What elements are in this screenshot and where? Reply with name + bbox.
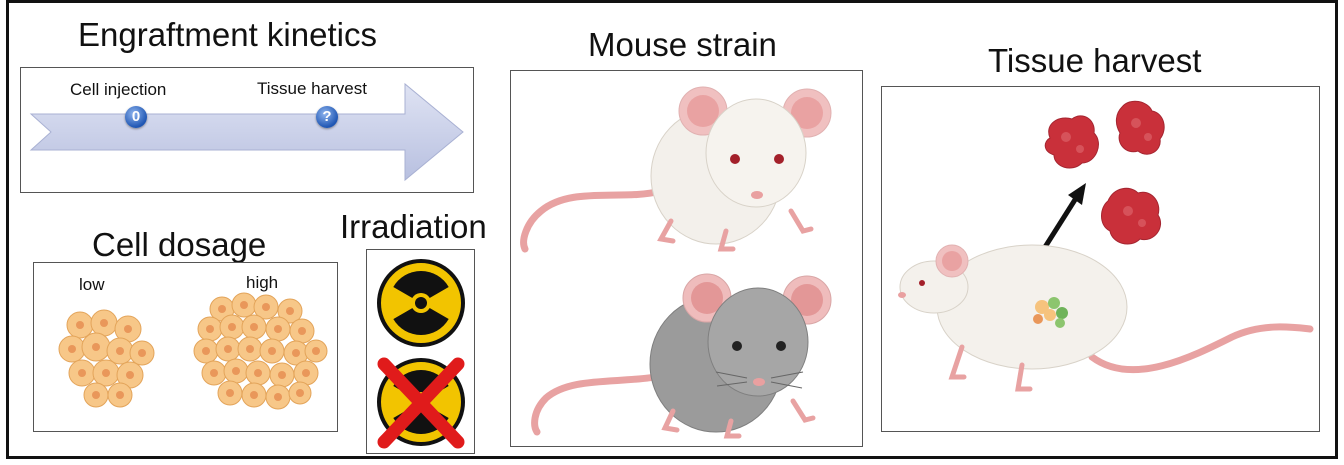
no-radiation-icon [376, 356, 466, 448]
mouse-strain-panel [510, 70, 863, 447]
tissue-harvest-marker: ? [316, 106, 338, 128]
cell-dosage-panel: low high [33, 262, 338, 432]
irradiation-panel [366, 249, 475, 454]
low-dose-cells-icon [52, 303, 172, 423]
tissue-harvest-timeline-label: Tissue harvest [257, 79, 367, 99]
harvest-mouse-icon [892, 227, 1317, 417]
mouse-strain-title: Mouse strain [588, 26, 777, 64]
tissue-harvest-title: Tissue harvest [988, 42, 1201, 80]
engraftment-kinetics-panel: Cell injection 0 Tissue harvest ? [20, 67, 474, 193]
cell-dosage-title: Cell dosage [92, 226, 266, 264]
irradiation-title: Irradiation [340, 208, 487, 246]
low-dose-label: low [79, 275, 105, 295]
cell-injection-marker: 0 [125, 106, 147, 128]
high-dose-label: high [246, 273, 278, 293]
cell-injection-label: Cell injection [70, 80, 166, 100]
engraftment-kinetics-title: Engraftment kinetics [78, 16, 377, 54]
white-mouse-icon [511, 81, 851, 256]
high-dose-cells-icon [192, 293, 332, 423]
radiation-icon [376, 258, 466, 348]
tissue-harvest-panel [881, 86, 1320, 432]
grey-mouse-icon [511, 266, 851, 441]
